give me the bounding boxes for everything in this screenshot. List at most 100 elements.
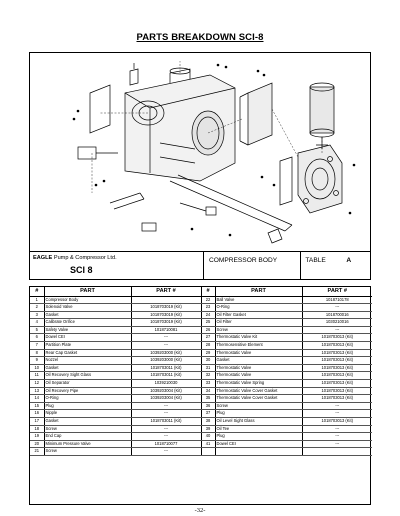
- part-number: ---: [302, 402, 372, 411]
- item-number: 31: [201, 364, 216, 373]
- part-name: Compressor Body: [44, 296, 132, 305]
- part-number: ---: [302, 425, 372, 434]
- part-number: 1018703013 (Kit): [302, 371, 372, 381]
- item-number: 24: [201, 311, 216, 320]
- part-number: [131, 296, 202, 305]
- table-id-cell: TABLE A: [301, 252, 370, 279]
- company-brand: EAGLE: [33, 255, 53, 261]
- part-name: Thermostatic Valve Spring: [215, 379, 303, 388]
- header-cell: PART: [44, 287, 132, 297]
- part-number: ---: [131, 402, 202, 411]
- part-number: ---: [131, 447, 202, 456]
- item-number: 37: [201, 409, 216, 418]
- item-number: 41: [201, 440, 216, 449]
- part-name: Plug: [215, 409, 303, 418]
- part-number: 1018710077: [131, 440, 202, 449]
- part-number: 1018703013 (Kit): [302, 333, 372, 343]
- part-number: 1018710081: [131, 326, 202, 335]
- page-title: PARTS BREAKDOWN SCI-8: [136, 32, 264, 43]
- item-number: 12: [30, 379, 45, 388]
- exploded-view-drawing: [29, 52, 371, 252]
- part-number: 1039210030: [131, 379, 202, 388]
- part-name: Thermostatic Valve: [215, 349, 303, 358]
- company-name: EAGLE Pump & Compressor Ltd.: [33, 255, 117, 261]
- item-number: 32: [201, 371, 216, 381]
- exploded-view-illustration: [72, 61, 356, 244]
- item-number: 21: [30, 447, 45, 456]
- item-number: 26: [201, 326, 216, 335]
- item-number: 33: [201, 379, 216, 388]
- section-cell: COMPRESSOR BODY: [204, 252, 302, 279]
- part-name: Screw: [215, 402, 303, 411]
- part-name: End Cap: [44, 432, 132, 441]
- item-number: 36: [201, 402, 216, 411]
- page-number: -32-: [194, 507, 206, 514]
- part-number: ---: [302, 440, 372, 449]
- model-name: SCI 8: [70, 265, 93, 275]
- part-number: 1039203004 (Kit): [131, 394, 202, 403]
- part-name: Dowel CEI: [215, 440, 303, 449]
- parts-table-header: # PART PART # # PART PART #: [30, 287, 372, 297]
- part-name: Screw: [44, 447, 132, 456]
- header-cell: PART #: [131, 287, 202, 297]
- part-number: 1039203004 (Kit): [131, 387, 202, 396]
- header-cell: PART #: [302, 287, 372, 297]
- item-number: 10: [30, 364, 45, 373]
- section-name: COMPRESSOR BODY: [208, 257, 278, 264]
- part-number: 1030210016: [302, 318, 372, 327]
- item-number: 23: [201, 303, 216, 312]
- part-name: Screw: [44, 425, 132, 434]
- part-name: Thermostatic Valve Cover Gasket: [215, 387, 303, 396]
- header-cell: PART: [215, 287, 303, 297]
- part-number: 1018703013 (Kit): [302, 387, 372, 396]
- part-number: ---: [131, 432, 202, 441]
- part-number: 1018703013 (Kit): [302, 349, 372, 358]
- part-name: Calibrate Orifice: [44, 318, 132, 327]
- item-number: 16: [30, 409, 45, 418]
- item-number: 29: [201, 349, 216, 358]
- part-number: ---: [131, 333, 202, 343]
- part-number: 1018703013 (Kit): [302, 417, 372, 426]
- part-name: Ball Valve: [215, 296, 303, 305]
- part-name: Nozzel: [44, 356, 132, 365]
- part-name: Plug: [215, 432, 303, 441]
- part-number: ---: [131, 409, 202, 418]
- item-number: [201, 447, 216, 456]
- part-number: 1018703019 (Kit): [131, 303, 202, 312]
- company-cell: EAGLE Pump & Compressor Ltd. SCI 8: [30, 252, 204, 279]
- item-number: 20: [30, 440, 45, 449]
- part-name: Rear Cap Gasket: [44, 349, 132, 358]
- item-number: 17: [30, 417, 45, 426]
- part-number: 1018700016: [302, 311, 372, 320]
- item-number: 28: [201, 341, 216, 350]
- part-name: Partition Plate: [44, 341, 132, 350]
- part-name: Thermostatic Valve Kit: [215, 333, 303, 343]
- part-number: ---: [302, 326, 372, 335]
- item-number: 38: [201, 417, 216, 426]
- item-number: 22: [201, 296, 216, 305]
- part-name: Solenoid Valve: [44, 303, 132, 312]
- part-name: O-Ring: [44, 394, 132, 403]
- part-name: Gasket: [44, 417, 132, 426]
- item-number: 15: [30, 402, 45, 411]
- part-name: Plug: [44, 402, 132, 411]
- part-name: Minimum Pressure Valve: [44, 440, 132, 449]
- part-name: Thermostatic Valve: [215, 371, 303, 381]
- item-number: 40: [201, 432, 216, 441]
- part-name: Oil Recovery Sight Glass: [44, 371, 132, 381]
- header-cell: #: [201, 287, 216, 297]
- part-name: Screw: [215, 326, 303, 335]
- item-number: 4: [30, 318, 45, 327]
